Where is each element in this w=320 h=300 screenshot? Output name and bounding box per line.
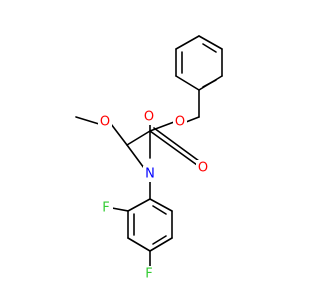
aryl-ring-bond [149, 237, 173, 252]
ch2-ester-oxygen-bond [110, 123, 128, 146]
label-bg-ester-ether-o [98, 114, 112, 130]
benzyl-ring-bond [198, 35, 223, 50]
molecule-drawing: O O O O N F F [75, 35, 223, 282]
carbamate-carbonyl-double-bond [153, 127, 200, 162]
oxygen-carbonyl-carbon-bond [149, 121, 175, 132]
ch2-ester-carbon-bond [126, 130, 151, 146]
label-bg-fluorine-para [142, 266, 156, 282]
aryl-ring-bond [149, 198, 173, 212]
benzyl-ring-bond [175, 75, 200, 91]
aryl-ring-inner-bond [152, 235, 167, 245]
aryl-ring-bond [127, 237, 151, 252]
label-bg-fluorine-ortho [99, 200, 113, 216]
ortho-fluorine-bond [111, 207, 129, 212]
structure-diagram: O O O O N F F [75, 35, 223, 282]
ester-carbonyl-oxygen-label: O [144, 110, 154, 125]
carbamate-carbonyl-bond [149, 130, 198, 166]
label-bg-ester-carbonyl-o [142, 109, 156, 125]
fluorine-para-label: F [145, 267, 152, 282]
label-bg-nitrogen [143, 166, 157, 182]
nitrogen-label: N [145, 167, 155, 182]
ester-ether-oxygen-label: O [100, 115, 110, 130]
benzyl-ring-inner-bond [202, 43, 217, 53]
benzyl-ring-bond [175, 35, 200, 50]
label-bg-carbamate-ether-o [173, 114, 187, 130]
benzyl-ring-inner-bond [202, 79, 217, 88]
aryl-ring-bond [127, 198, 151, 212]
carbamate-carbonyl-oxygen-label: O [198, 161, 208, 176]
ch2-oxygen-bond [185, 116, 200, 123]
nitrogen-ch2-bond [126, 144, 145, 169]
fluorine-ortho-label: F [102, 201, 109, 216]
label-bg-carbamate-carbonyl-o [196, 160, 210, 176]
atom-label-layer: O O O O N F F [98, 109, 210, 282]
bond-layer [75, 35, 223, 267]
aryl-ring-inner-bond [152, 205, 167, 215]
carbamate-ether-oxygen-label: O [175, 115, 185, 130]
ester-oxygen-methyl-bond [75, 116, 100, 125]
